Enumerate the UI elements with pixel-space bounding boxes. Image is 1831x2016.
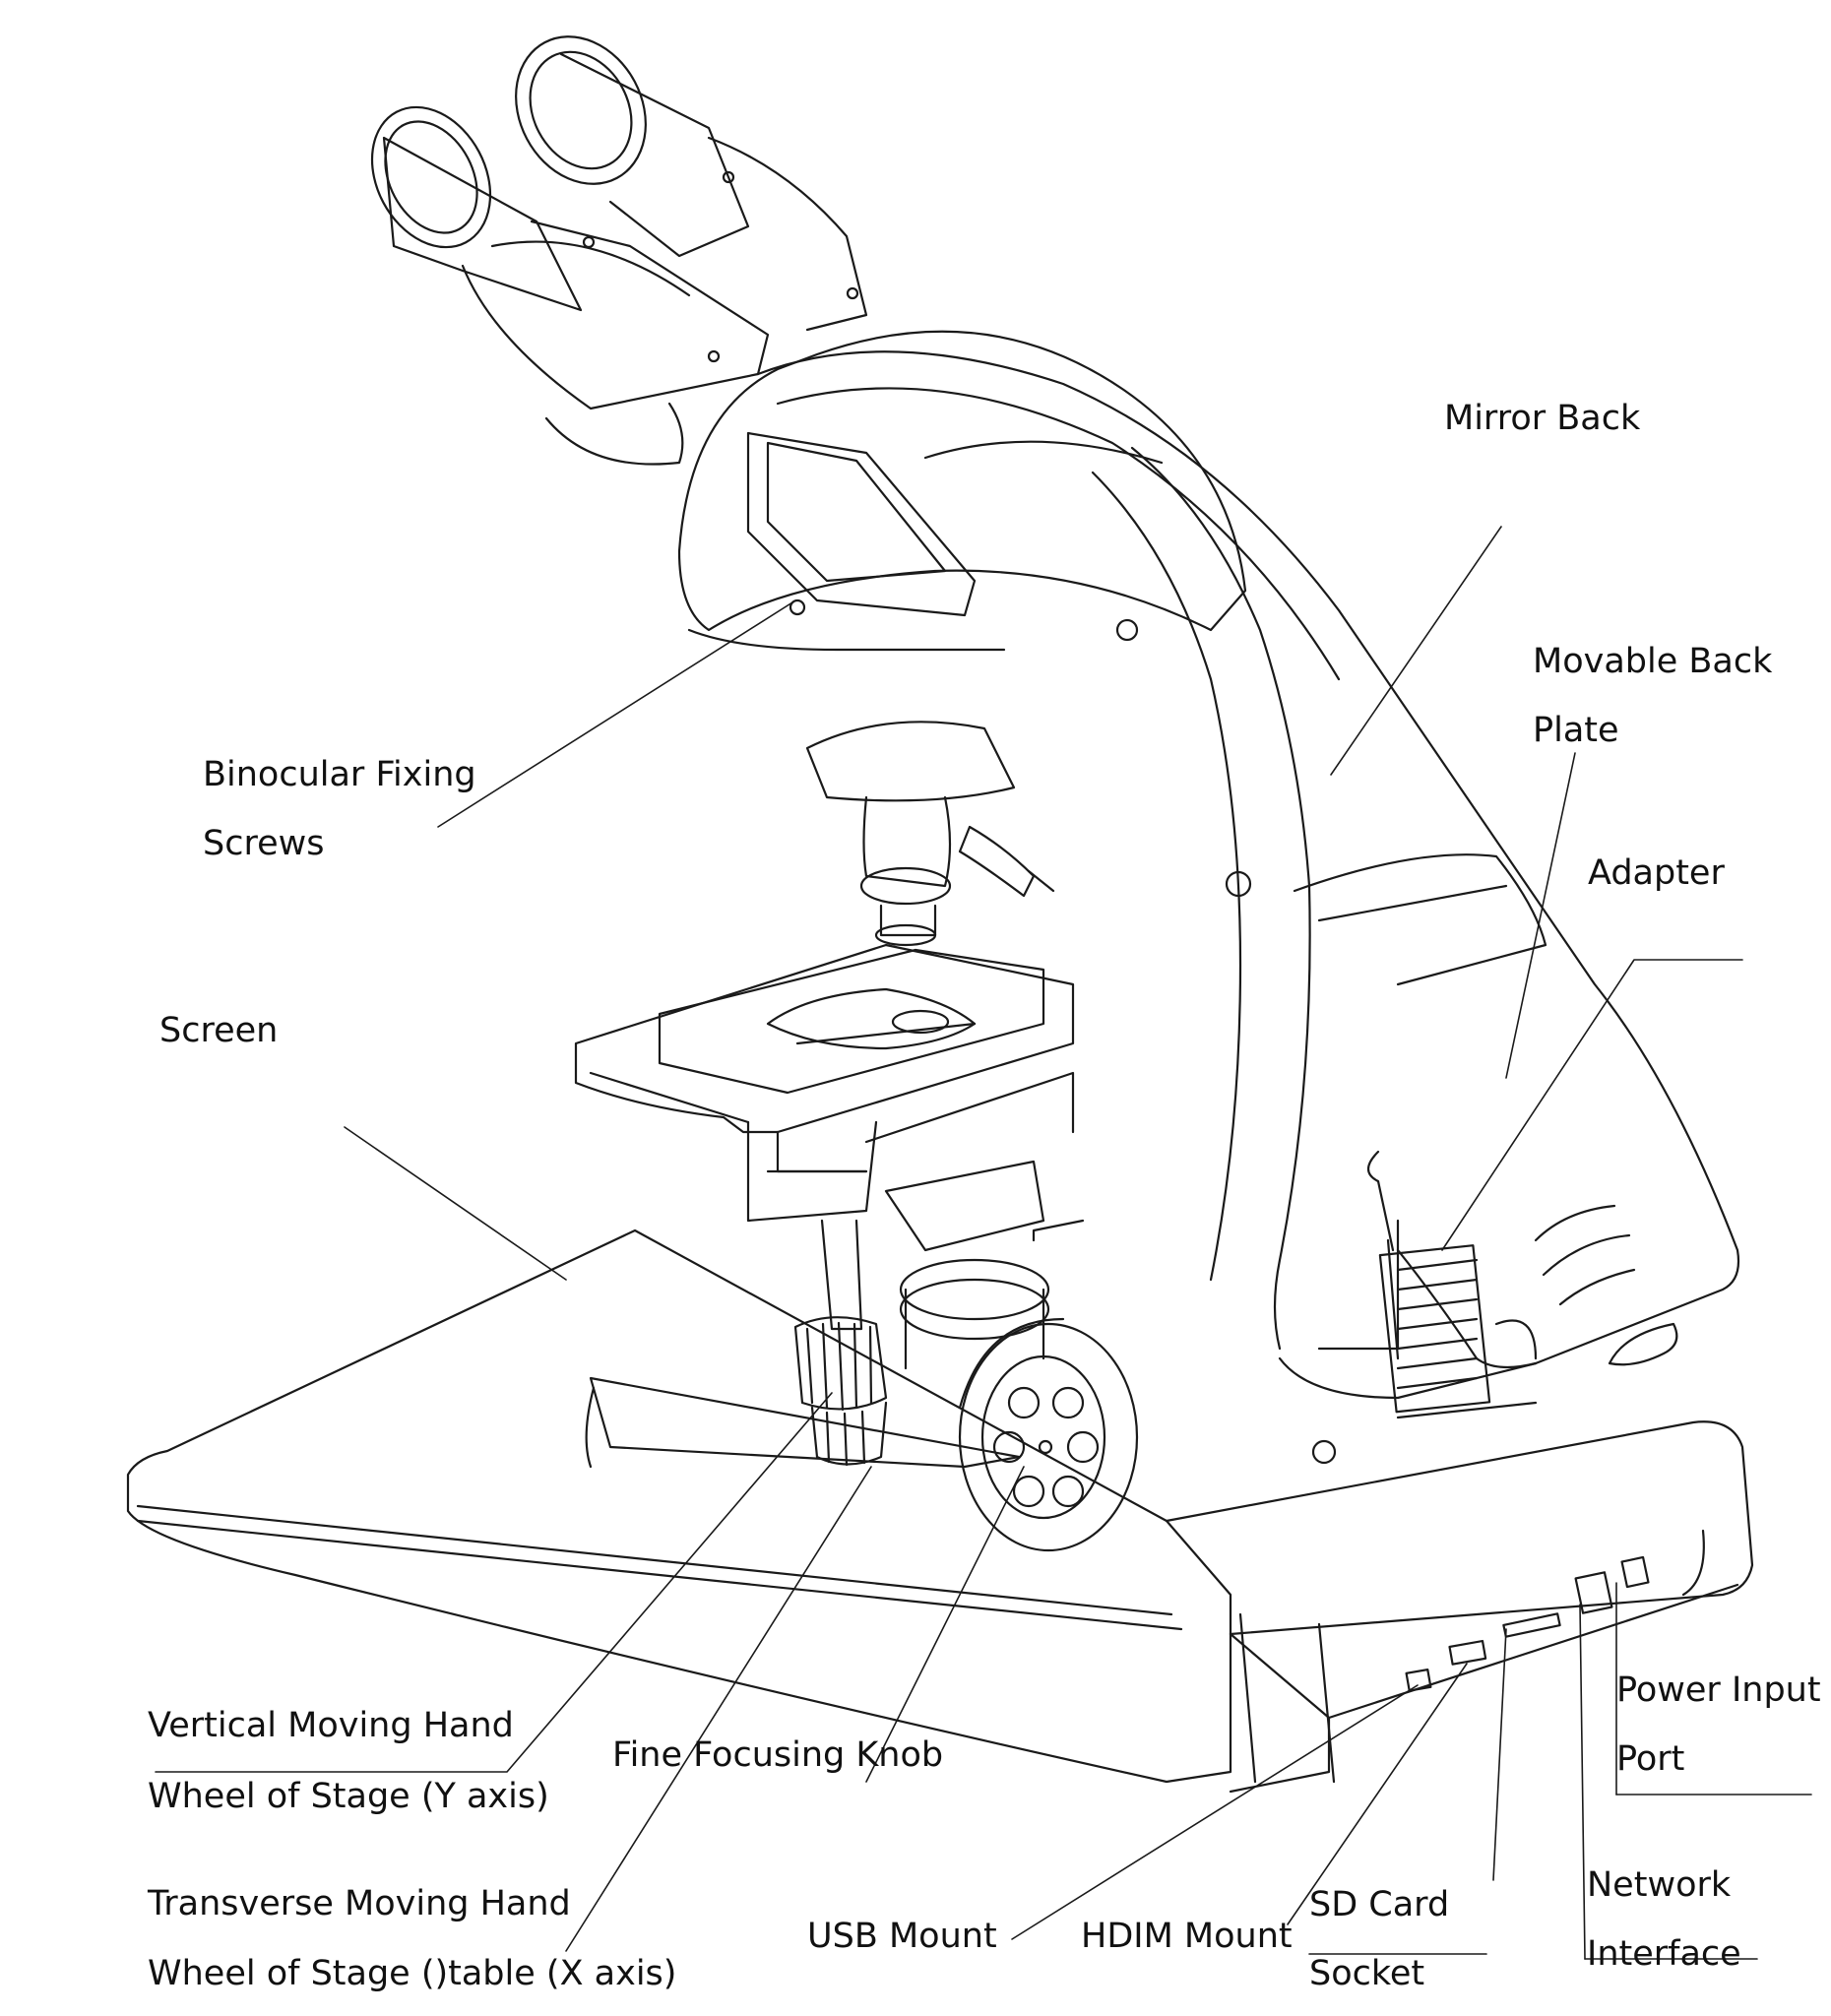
arm-illustration: [756, 350, 1740, 1465]
label-mirror-back: Mirror Back: [1444, 399, 1641, 438]
focus-knob-illustration: [958, 1317, 1139, 1552]
condenser-illustration: [746, 1120, 1085, 1370]
label-network-interface-line1: Network: [1587, 1865, 1732, 1905]
label-sd-card-socket-line1: SD Card: [1309, 1885, 1450, 1924]
label-power-input-port-line2: Port: [1616, 1739, 1685, 1779]
label-transverse-hand-wheel-line2: Wheel of Stage ()table (X axis): [148, 1954, 677, 1993]
label-movable-back-plate-line2: Plate: [1533, 711, 1619, 750]
label-binocular-fixing-screws-line2: Screws: [203, 824, 325, 863]
label-vertical-hand-wheel-line1: Vertical Moving Hand: [148, 1706, 514, 1745]
label-adapter: Adapter: [1588, 853, 1725, 893]
label-transverse-hand-wheel-line1: Transverse Moving Hand: [148, 1884, 571, 1923]
label-hdim-mount: HDIM Mount: [1081, 1917, 1293, 1956]
stage-illustration: [574, 943, 1075, 1173]
label-screen: Screen: [159, 1011, 279, 1050]
label-usb-mount: USB Mount: [807, 1917, 997, 1956]
base-illustration: [126, 1228, 1754, 1794]
hand-wheel-illustration: [793, 1316, 888, 1467]
port-panel-illustration: [1405, 1555, 1650, 1692]
label-binocular-fixing-screws-line1: Binocular Fixing: [203, 755, 476, 794]
label-network-interface-line2: Interface: [1587, 1934, 1741, 1974]
label-sd-card-socket-line2: Socket: [1309, 1954, 1425, 1993]
label-vertical-hand-wheel-line2: Wheel of Stage (Y axis): [148, 1777, 549, 1816]
eyepiece-illustration: [370, 35, 868, 466]
label-fine-focusing-knob: Fine Focusing Knob: [612, 1735, 944, 1775]
head-illustration: [677, 330, 1247, 652]
nosepiece-illustration: [805, 721, 1055, 947]
vent-grille-illustration: [1378, 1204, 1678, 1414]
label-power-input-port-line1: Power Input: [1616, 1670, 1821, 1710]
leader-lines: [155, 526, 1812, 1960]
label-movable-back-plate-line1: Movable Back: [1533, 642, 1773, 681]
